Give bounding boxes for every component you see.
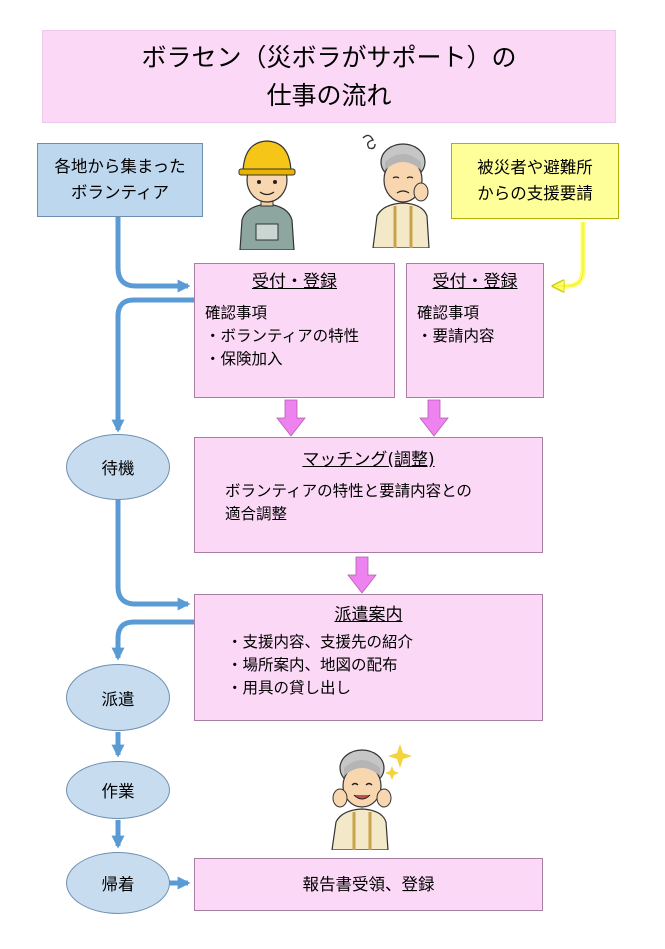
arrow-standby-to-guide xyxy=(115,500,191,611)
reception-volunteer-item: ・保険加入 xyxy=(205,350,283,368)
step-return-label: 帰着 xyxy=(101,875,135,894)
volunteers-line-1: 各地から集まった xyxy=(54,157,186,176)
arrow-volunteers-to-reception xyxy=(115,217,191,293)
requests-line-2: からの支援要請 xyxy=(477,184,593,203)
matching-line-2: 適合調整 xyxy=(225,505,288,523)
arrow-pink-left xyxy=(276,399,306,437)
dispatch-guide-heading: 派遣案内 xyxy=(334,605,403,625)
arrow-requests-to-reception xyxy=(554,222,586,286)
worker-illustration-icon xyxy=(238,140,296,250)
step-standby-label: 待機 xyxy=(101,459,135,478)
volunteers-line-2: ボランティア xyxy=(70,183,169,202)
worried-elder-illustration-icon xyxy=(362,134,430,248)
step-dispatch-label: 派遣 xyxy=(101,689,135,709)
step-work-label: 作業 xyxy=(101,782,135,801)
dispatch-guide-item: ・支援内容、支援先の紹介 xyxy=(227,633,414,651)
arrow-guide-to-dispatch xyxy=(111,619,194,661)
matching-line-1: ボランティアの特性と要請内容との xyxy=(225,482,472,500)
matching-heading: マッチング(調整) xyxy=(302,450,435,470)
matching-box: マッチング(調整) ボランティアの特性と要請内容との 適合調整 xyxy=(194,437,543,553)
reception-request-heading: 受付・登録 xyxy=(432,272,518,292)
reception-request-item: ・要請内容 xyxy=(417,327,495,345)
title-line-1: ボラセン（災ボラがサポート）の xyxy=(141,42,517,72)
arrow-pink-right xyxy=(419,399,449,437)
reception-request-label: 確認事項 xyxy=(417,304,480,322)
reception-request-box: 受付・登録 確認事項 ・要請内容 xyxy=(406,263,544,398)
volunteers-box: 各地から集まった ボランティア xyxy=(37,143,203,217)
happy-elder-illustration-icon xyxy=(331,744,412,850)
reception-volunteer-item: ・ボランティアの特性 xyxy=(205,327,360,345)
reception-volunteer-heading: 受付・登録 xyxy=(252,272,337,292)
report-label: 報告書受領、登録 xyxy=(302,875,435,894)
dispatch-guide-item: ・用具の貸し出し xyxy=(227,679,352,697)
step-dispatch: 派遣 xyxy=(66,664,170,731)
reception-volunteer-box: 受付・登録 確認事項 ・ボランティアの特性 ・保険加入 xyxy=(194,263,395,398)
reception-volunteer-label: 確認事項 xyxy=(205,304,268,322)
requests-line-1: 被災者や避難所 xyxy=(477,158,593,177)
report-box: 報告書受領、登録 xyxy=(194,858,543,911)
arrow-reception-to-standby xyxy=(111,297,194,433)
step-work: 作業 xyxy=(66,761,170,819)
step-standby: 待機 xyxy=(66,434,170,500)
requests-box: 被災者や避難所 からの支援要請 xyxy=(451,143,619,219)
page-title: ボラセン（災ボラがサポート）の 仕事の流れ xyxy=(42,30,616,123)
arrow-pink-matching xyxy=(347,556,377,594)
title-line-2: 仕事の流れ xyxy=(266,80,392,110)
dispatch-guide-box: 派遣案内 ・支援内容、支援先の紹介 ・場所案内、地図の配布 ・用具の貸し出し xyxy=(194,594,543,721)
dispatch-guide-item: ・場所案内、地図の配布 xyxy=(227,656,398,674)
step-return: 帰着 xyxy=(66,852,170,914)
